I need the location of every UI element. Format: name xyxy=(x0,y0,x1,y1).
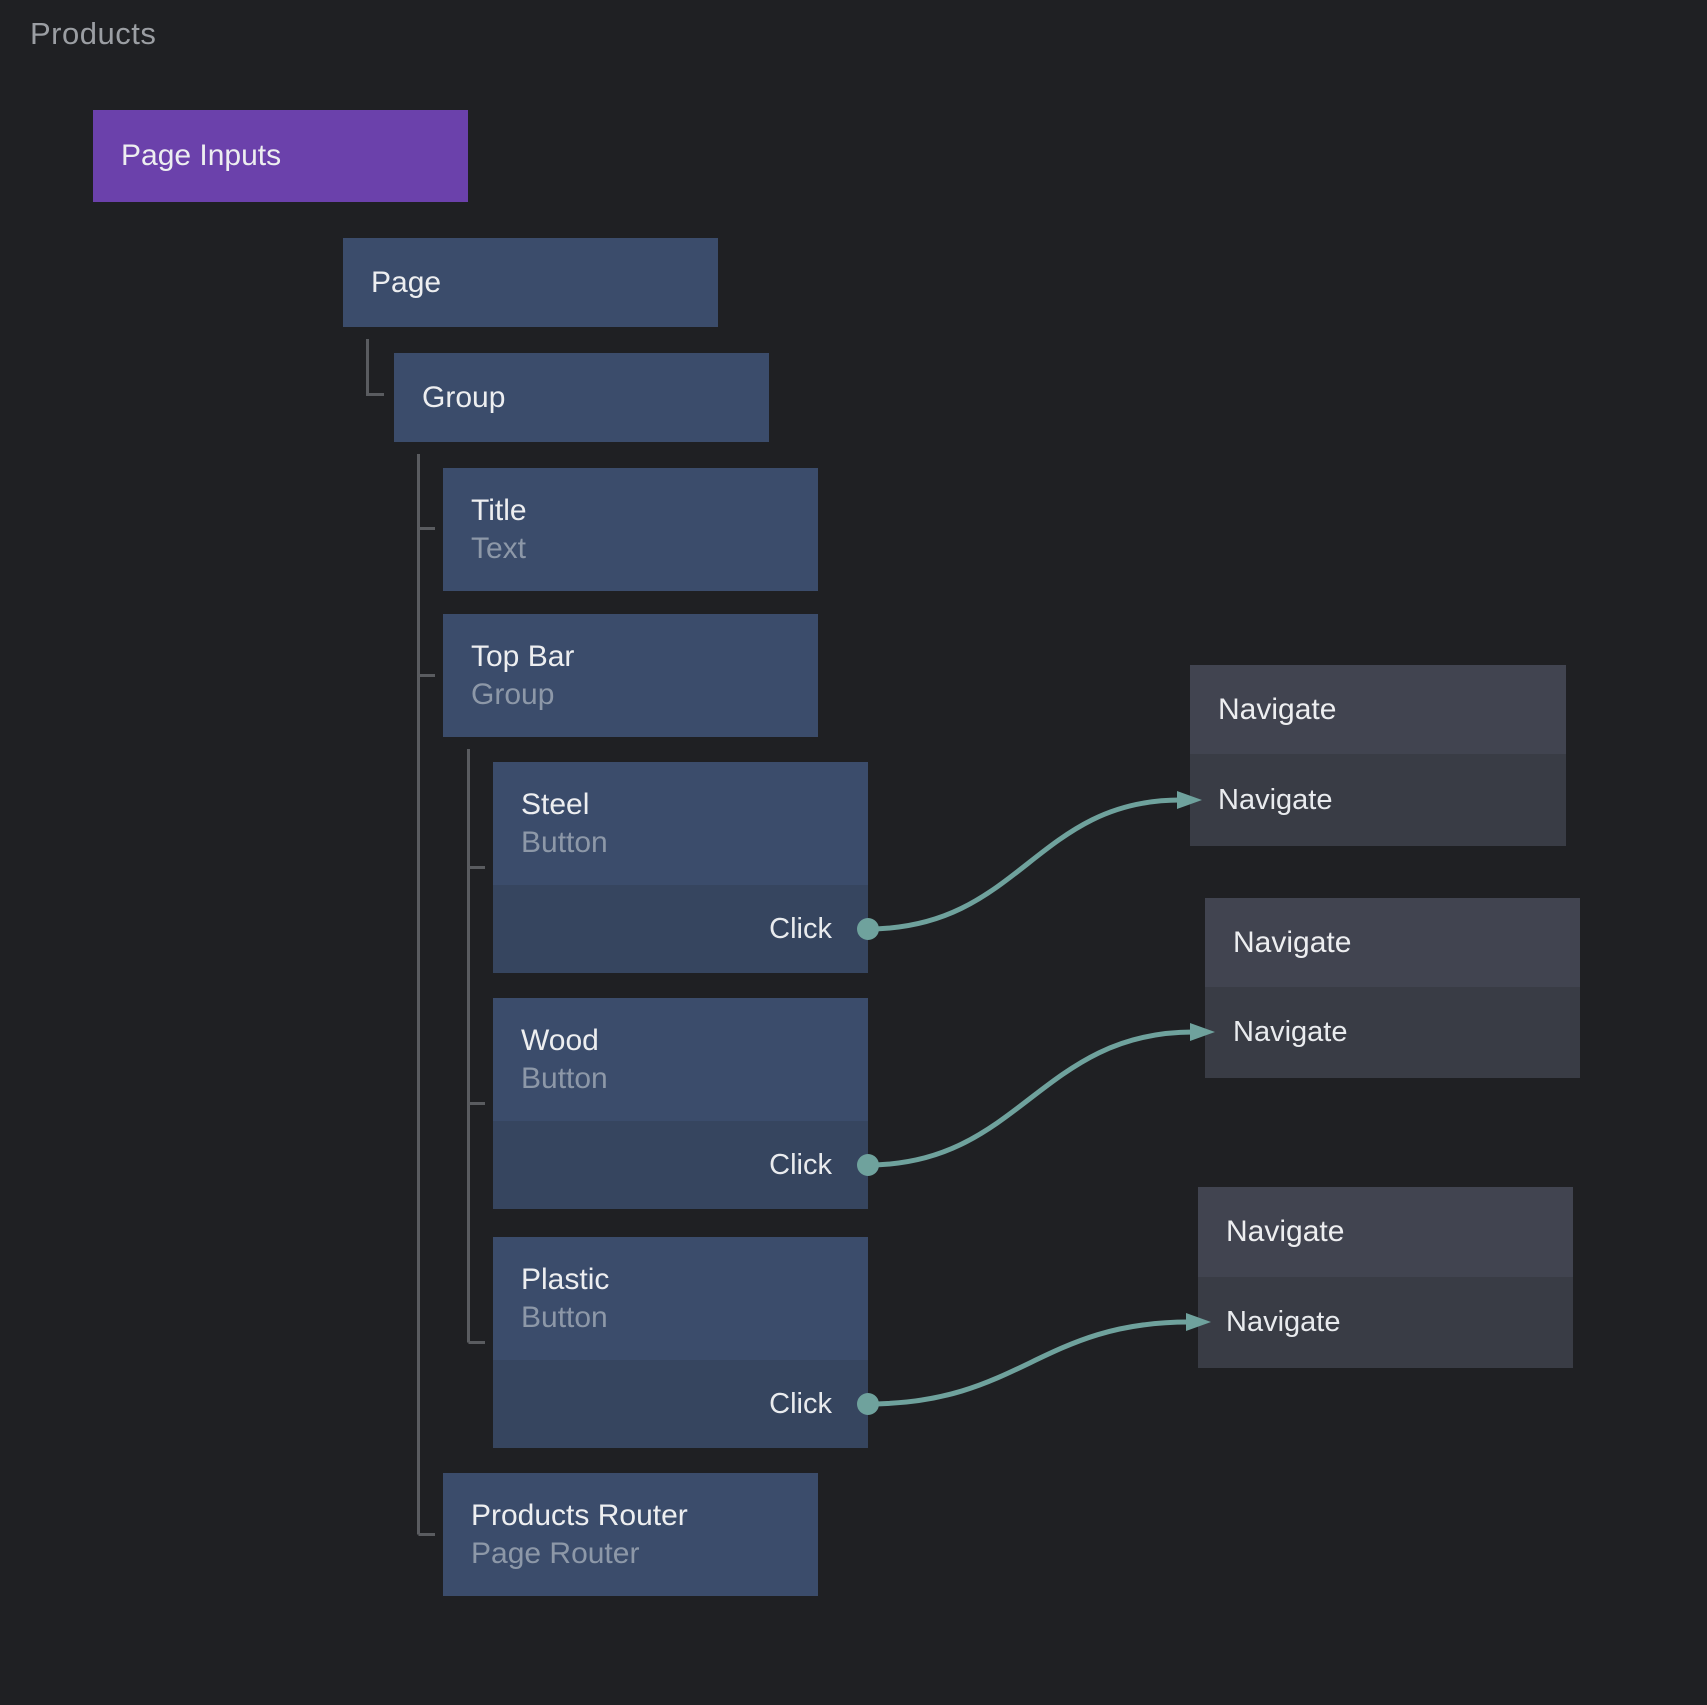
node-title: Steel xyxy=(521,787,590,821)
node-navigate-2[interactable]: Navigate Navigate xyxy=(1205,898,1580,1078)
node-top-bar[interactable]: Top Bar Group xyxy=(443,614,818,737)
node-plastic-button[interactable]: Plastic Button Click xyxy=(493,1237,868,1448)
node-title: Page xyxy=(371,265,442,299)
connection-curve[interactable] xyxy=(865,797,1183,932)
node-title: Navigate xyxy=(1233,925,1352,959)
node-title: Title xyxy=(471,493,527,527)
output-port-label: Click xyxy=(769,1148,832,1181)
output-port-click[interactable]: Click xyxy=(493,885,868,973)
node-page[interactable]: Page xyxy=(343,238,718,327)
output-port-label: Click xyxy=(769,1387,832,1420)
node-subtitle: Button xyxy=(521,1061,608,1095)
output-port-label: Click xyxy=(769,912,832,945)
connection-curve[interactable] xyxy=(865,1319,1192,1407)
node-subtitle: Text xyxy=(471,531,527,565)
output-port-click[interactable]: Click xyxy=(493,1121,868,1209)
component-title: Products xyxy=(30,16,157,51)
output-port-click[interactable]: Click xyxy=(493,1360,868,1448)
input-port-navigate[interactable]: Navigate xyxy=(1198,1277,1573,1368)
node-page-inputs[interactable]: Page Inputs xyxy=(93,110,468,202)
node-navigate-1[interactable]: Navigate Navigate xyxy=(1190,665,1566,846)
node-navigate-3[interactable]: Navigate Navigate xyxy=(1198,1187,1573,1368)
node-title: Top Bar xyxy=(471,639,575,673)
node-subtitle: Group xyxy=(471,677,555,711)
node-title-text[interactable]: Title Text xyxy=(443,468,818,591)
input-port-label: Navigate xyxy=(1226,1306,1341,1338)
input-port-label: Navigate xyxy=(1218,783,1333,816)
node-title: Wood xyxy=(521,1023,599,1057)
input-port-navigate[interactable]: Navigate xyxy=(1190,754,1566,846)
connection-curve[interactable] xyxy=(865,1029,1196,1168)
input-port-label: Navigate xyxy=(1233,1016,1348,1048)
node-title: Group xyxy=(422,380,506,414)
node-subtitle: Button xyxy=(521,1300,608,1334)
input-port-navigate[interactable]: Navigate xyxy=(1205,987,1580,1078)
node-products-router[interactable]: Products Router Page Router xyxy=(443,1473,818,1596)
node-wood-button[interactable]: Wood Button Click xyxy=(493,998,868,1209)
node-subtitle: Page Router xyxy=(471,1536,640,1570)
tree-connector-line xyxy=(366,339,384,396)
node-steel-button[interactable]: Steel Button Click xyxy=(493,762,868,973)
node-title: Products Router xyxy=(471,1498,688,1532)
node-title: Plastic xyxy=(521,1262,610,1296)
node-group[interactable]: Group xyxy=(394,353,769,442)
node-title: Navigate xyxy=(1218,692,1337,726)
node-subtitle: Button xyxy=(521,825,608,859)
node-title: Page Inputs xyxy=(121,139,282,172)
node-title: Navigate xyxy=(1226,1215,1345,1248)
